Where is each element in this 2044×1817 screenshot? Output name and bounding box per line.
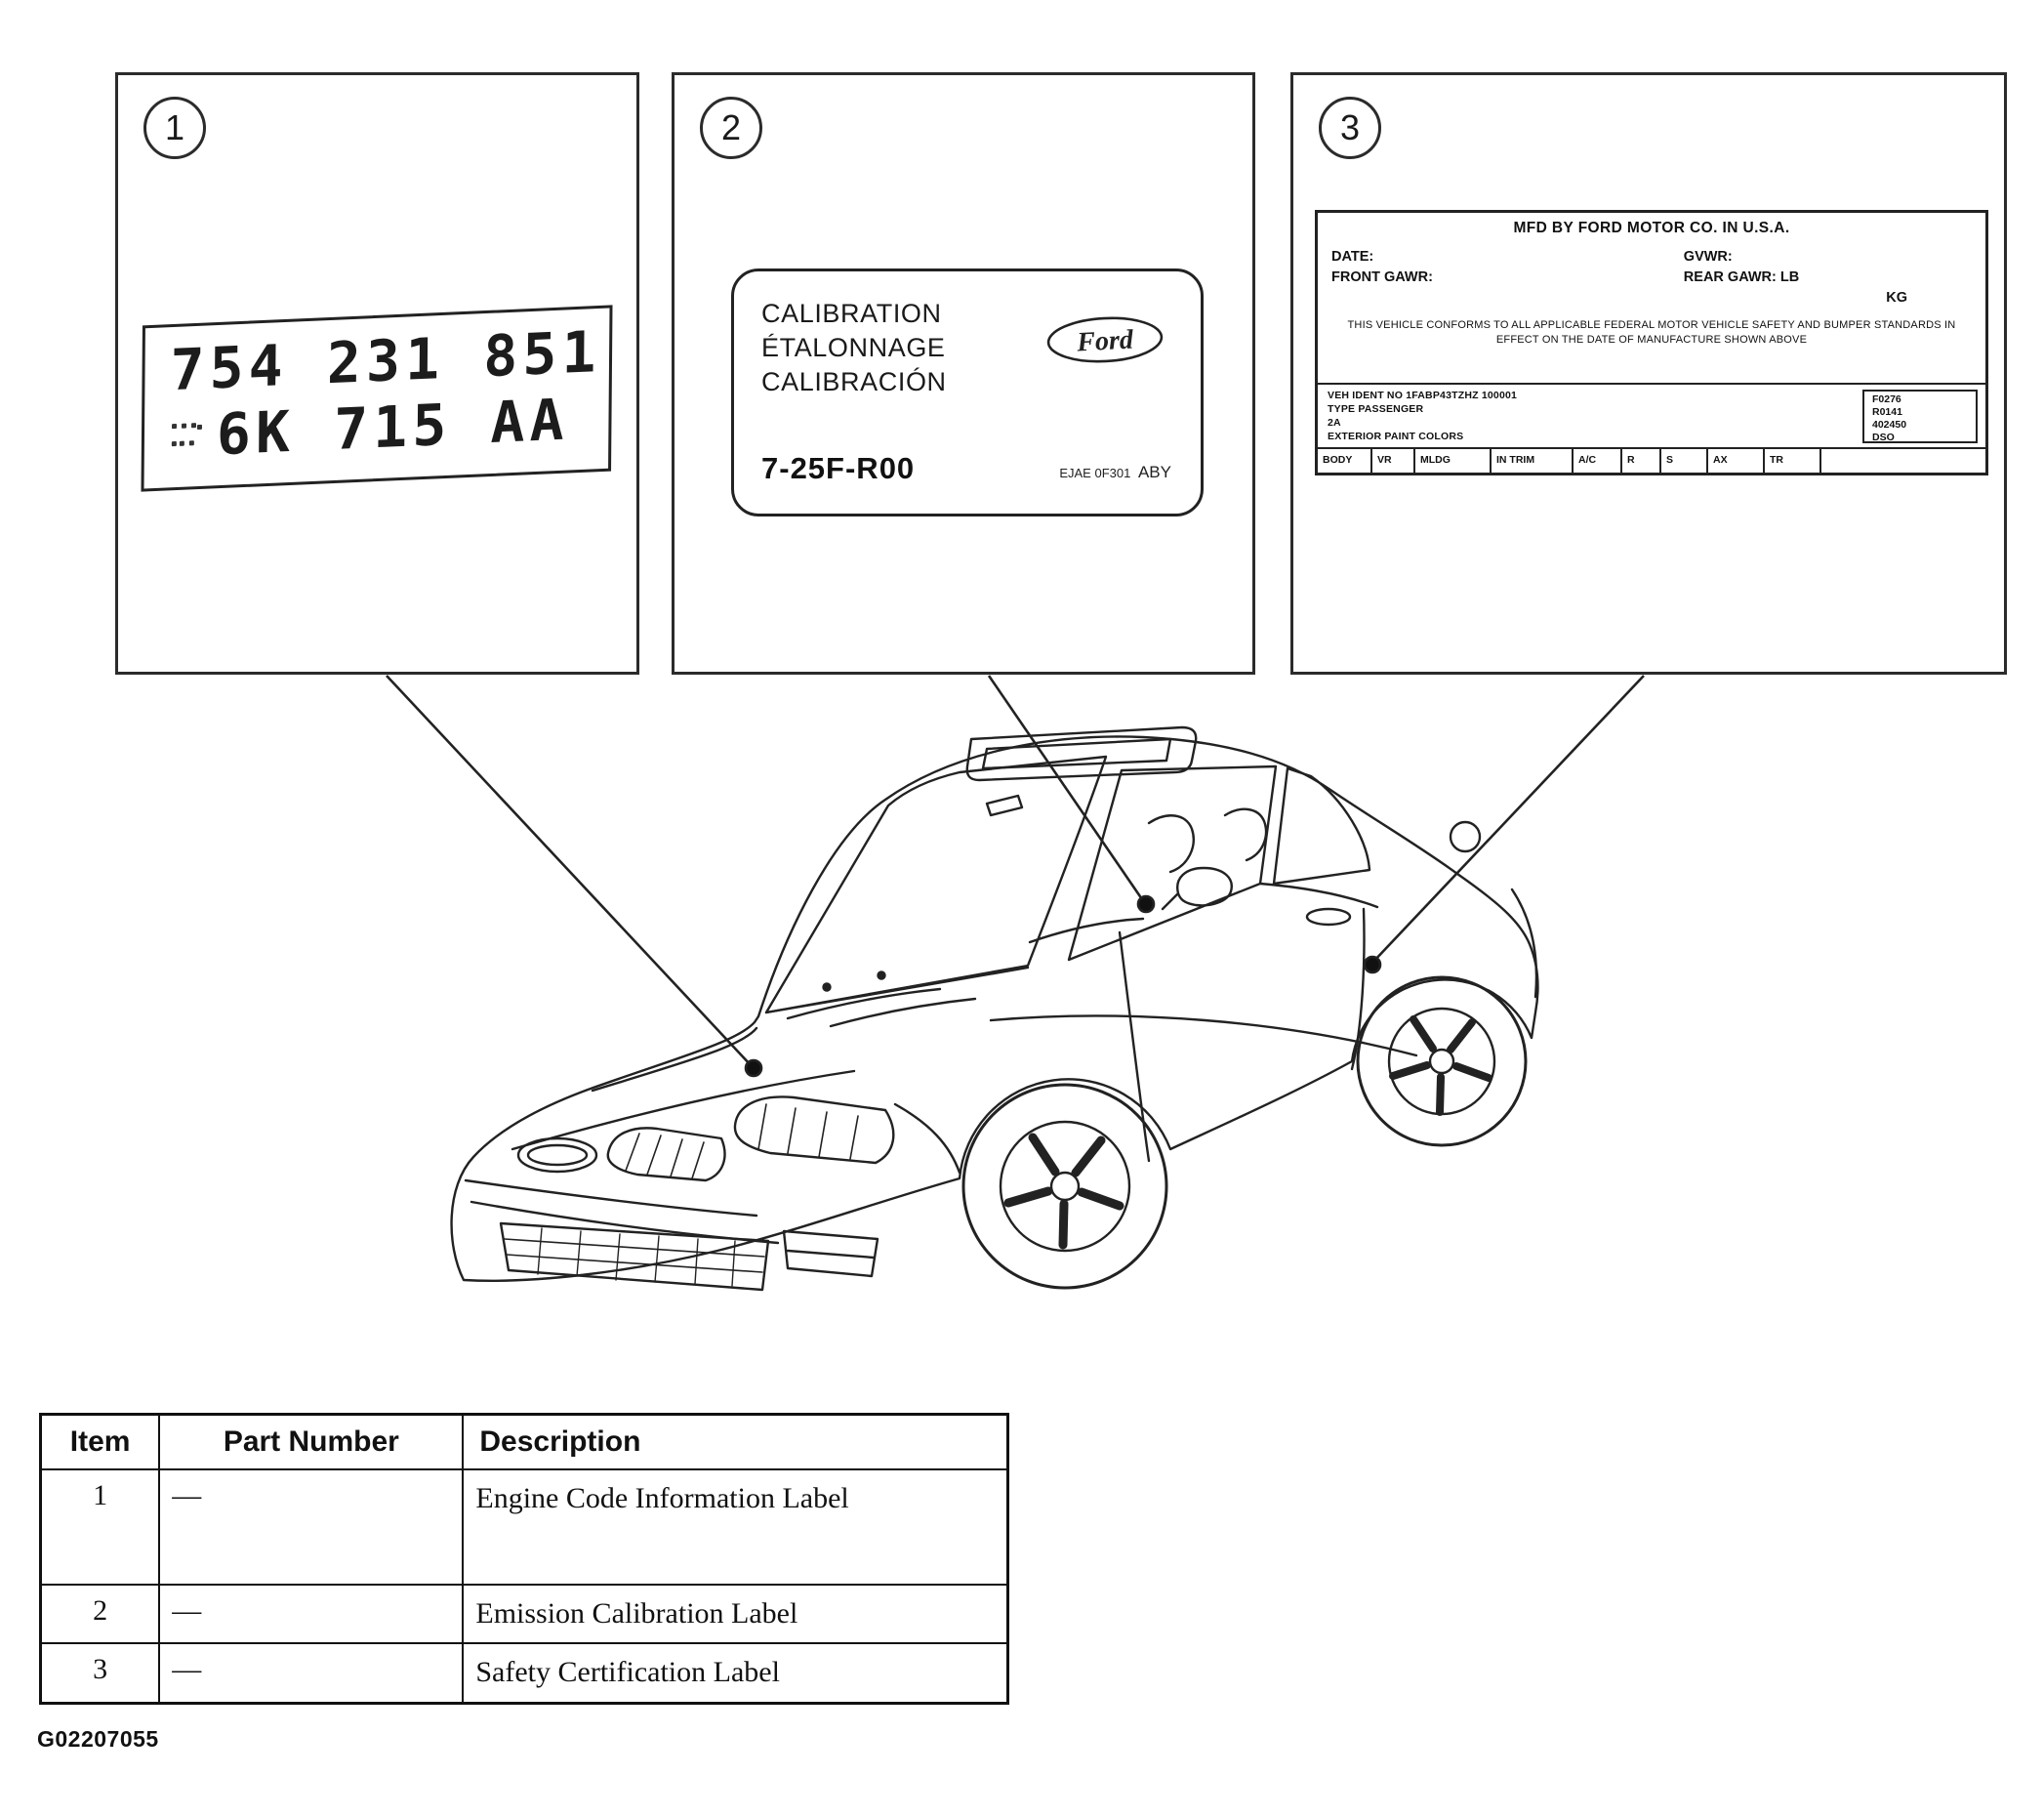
door-seam-rear — [1350, 907, 1366, 1071]
calibration-title-fr: ÉTALONNAGE — [761, 333, 946, 363]
class-code: 2A — [1328, 416, 1341, 429]
bumper-creases — [464, 1178, 780, 1245]
calibration-title-es: CALIBRACIÓN — [761, 367, 947, 397]
callout-box-1: 1 754 231 851 6K 715 AA — [115, 72, 639, 675]
engine-code-label: 754 231 851 6K 715 AA — [141, 305, 613, 492]
cowl-line — [764, 966, 1030, 1014]
spec-col-tr: TR — [1765, 449, 1821, 473]
side-code-2: R0141 — [1872, 406, 1902, 419]
callout-1-digit: 1 — [164, 107, 185, 147]
kg-label: KG — [1886, 290, 1907, 307]
ford-logo: Ford — [1046, 316, 1164, 363]
spec-col-mldg: MLDG — [1415, 449, 1492, 473]
door-handle — [1305, 907, 1352, 927]
conformity-statement: THIS VEHICLE CONFORMS TO ALL APPLICABLE … — [1347, 319, 1956, 346]
table-row-2: 2 — Emission Calibration Label — [39, 1583, 1009, 1644]
spec-col-body: BODY — [1318, 449, 1372, 473]
callout-3-digit: 3 — [1339, 107, 1361, 147]
callout-number-1: 1 — [143, 97, 206, 159]
calibration-code: 7-25F-R00 — [761, 451, 916, 485]
row1-description: Engine Code Information Label — [462, 1467, 1009, 1586]
spec-col-ax: AX — [1708, 449, 1765, 473]
header-description: Description — [462, 1413, 1009, 1470]
figure-id: G02207055 — [37, 1726, 159, 1752]
rear-lamp-seam — [1510, 888, 1538, 999]
stamp-marks-icon — [170, 416, 203, 457]
veh-ident-line: VEH IDENT NO 1FABP43TZHZ 100001 — [1328, 390, 1518, 401]
spec-col-intrim: IN TRIM — [1492, 449, 1574, 473]
callout-number-3: 3 — [1319, 97, 1381, 159]
header-part-number: Part Number — [158, 1413, 465, 1470]
side-code-3: 402450 — [1872, 419, 1907, 432]
spec-col-filler — [1821, 449, 1985, 473]
side-crease — [989, 1014, 1418, 1057]
calibration-part-code-suffix: ABY — [1137, 463, 1171, 481]
calibration-part-code-small: EJAE 0F301 — [1059, 466, 1131, 480]
safety-certification-label: MFD BY FORD MOTOR CO. IN U.S.A. DATE: FR… — [1315, 210, 1988, 475]
date-label: DATE: — [1331, 249, 1374, 265]
side-codes-box: F0276 R0141 402450 DSO — [1862, 390, 1978, 443]
spec-col-r: R — [1622, 449, 1661, 473]
row1-item: 1 — [39, 1467, 161, 1586]
type-line: TYPE PASSENGER — [1328, 402, 1424, 415]
grille-ford-oval — [516, 1136, 598, 1174]
engine-code-line2: 6K 715 AA — [216, 386, 570, 469]
windshield — [764, 755, 1108, 1014]
row3-item: 3 — [39, 1642, 161, 1704]
side-mirror — [1161, 866, 1233, 911]
vehicle-ident-section: VEH IDENT NO 1FABP43TZHZ 100001 TYPE PAS… — [1318, 383, 1985, 447]
callout-box-3: 3 MFD BY FORD MOTOR CO. IN U.S.A. DATE: … — [1290, 72, 2007, 675]
rearview-mirror — [985, 794, 1024, 817]
seats — [1147, 807, 1268, 874]
quarter-window — [1272, 766, 1371, 886]
ford-logo-text: Ford — [1076, 324, 1135, 357]
callout-number-2: 2 — [700, 97, 762, 159]
door-window — [1067, 764, 1278, 962]
hood-crease — [591, 1026, 758, 1093]
table-row-1: 1 — Engine Code Information Label — [39, 1467, 1009, 1586]
sunroof — [965, 725, 1198, 782]
callout-2-digit: 2 — [720, 107, 742, 147]
calibration-title-en: CALIBRATION — [761, 299, 942, 328]
row2-part-number: — — [158, 1583, 465, 1644]
door-seam-front — [1118, 930, 1151, 1163]
table-row-3: 3 — Safety Certification Label — [39, 1642, 1009, 1704]
row3-part-number: — — [158, 1642, 465, 1704]
row1-part-number: — — [158, 1467, 465, 1586]
row2-item: 2 — [39, 1583, 161, 1644]
callout-box-2: 2 CALIBRATION ÉTALONNAGE CALIBRACIÓN For… — [672, 72, 1255, 675]
wiper-lines — [786, 987, 977, 1028]
spec-col-s: S — [1661, 449, 1708, 473]
fuel-door — [1449, 820, 1482, 853]
dash-line — [1028, 917, 1145, 944]
calibration-label: CALIBRATION ÉTALONNAGE CALIBRACIÓN Ford … — [731, 268, 1204, 516]
vehicle-illustration — [444, 698, 1557, 1382]
parts-table: Item Part Number Description 1 — Engine … — [39, 1413, 1009, 1705]
safety-label-weights: DATE: FRONT GAWR: GVWR: REAR GAWR: LB KG — [1318, 247, 1985, 309]
rear-wheel — [1356, 975, 1528, 1147]
headlamp-inner — [606, 1127, 726, 1182]
spec-col-vr: VR — [1372, 449, 1415, 473]
fender-line — [893, 1102, 961, 1175]
side-code-4: DSO — [1872, 432, 1895, 444]
beltline — [1258, 882, 1379, 909]
row2-description: Emission Calibration Label — [462, 1583, 1009, 1644]
table-header-row: Item Part Number Description — [39, 1413, 1009, 1470]
row3-description: Safety Certification Label — [462, 1642, 1009, 1704]
rear-gawr-label: REAR GAWR: LB — [1683, 269, 1800, 286]
exterior-paint-label: EXTERIOR PAINT COLORS — [1328, 430, 1464, 442]
headlamp-outer — [733, 1095, 895, 1165]
front-wheel — [961, 1083, 1168, 1290]
safety-label-header: MFD BY FORD MOTOR CO. IN U.S.A. — [1513, 220, 1790, 236]
spec-columns-row: BODY VR MLDG IN TRIM A/C R S AX TR — [1318, 447, 1985, 473]
calibration-part-code: EJAE 0F301 ABY — [1059, 463, 1171, 482]
fog-lamp — [782, 1229, 879, 1278]
gvwr-label: GVWR: — [1683, 249, 1733, 265]
front-gawr-label: FRONT GAWR: — [1331, 269, 1433, 286]
side-code-1: F0276 — [1872, 393, 1901, 405]
spec-col-ac: A/C — [1574, 449, 1622, 473]
header-item: Item — [39, 1413, 161, 1470]
